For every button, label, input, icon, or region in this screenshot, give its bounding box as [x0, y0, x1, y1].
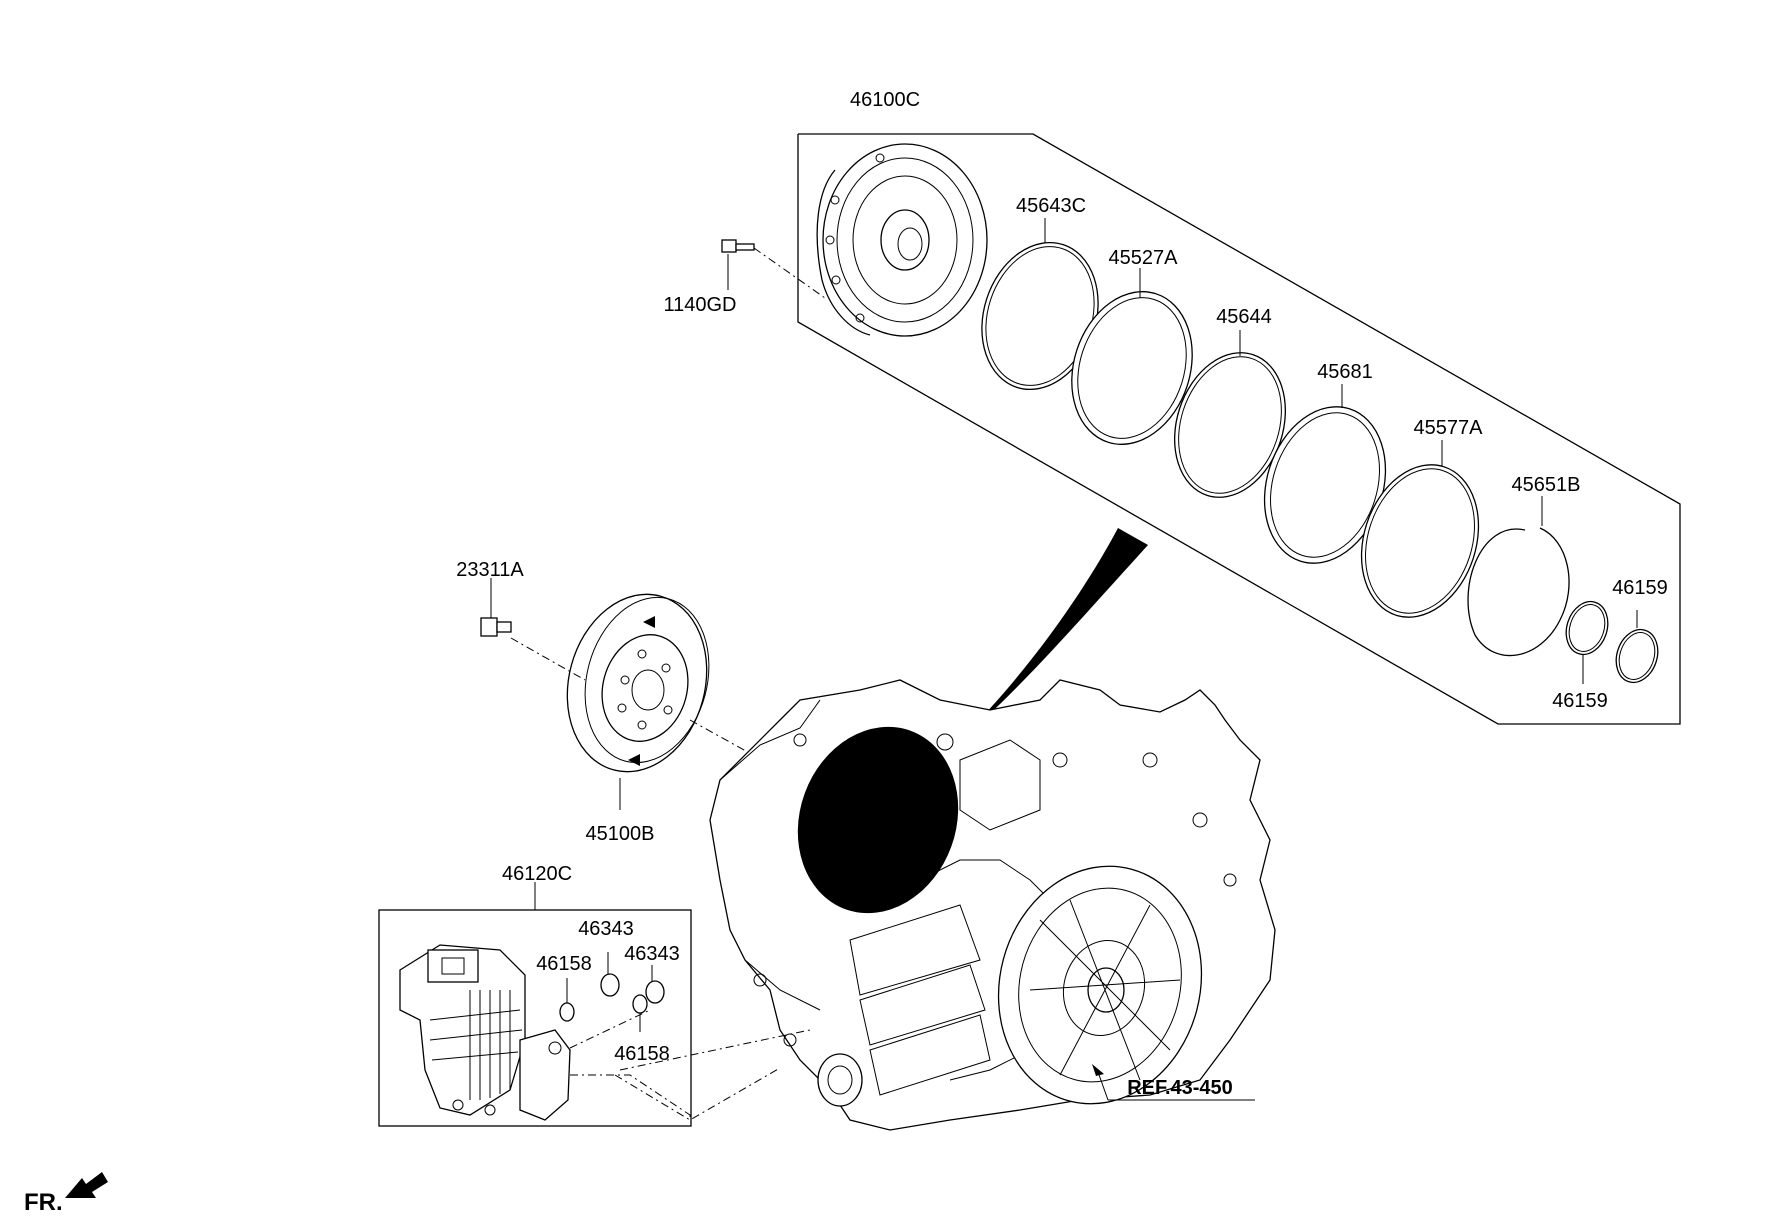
label-46158-a[interactable]: 46158 — [536, 953, 592, 975]
label-45577A[interactable]: 45577A — [1414, 417, 1484, 439]
o-ring-46343-a[interactable] — [600, 973, 620, 997]
transmission-assembly[interactable] — [709, 679, 1276, 1131]
label-45527A[interactable]: 45527A — [1109, 247, 1179, 269]
label-46159-a[interactable]: 46159 — [1612, 577, 1668, 599]
label-46120C[interactable]: 46120C — [502, 863, 572, 885]
label-45643C[interactable]: 45643C — [1016, 195, 1086, 217]
ring-45644[interactable] — [1157, 338, 1304, 512]
seal-ring-46159-a[interactable] — [1560, 596, 1615, 660]
bolt-1140GD[interactable] — [721, 239, 755, 253]
converter-opening — [797, 726, 959, 914]
ref-label[interactable]: REF.43-450 — [1127, 1077, 1233, 1099]
label-45651B[interactable]: 45651B — [1512, 474, 1581, 496]
label-1140GD[interactable]: 1140GD — [663, 294, 736, 316]
label-23311A[interactable]: 23311A — [456, 559, 524, 581]
front-direction-arrow — [65, 1172, 108, 1198]
part-labels: 46100C 1140GD 45643C 45527A 45644 45681 … — [24, 89, 1668, 1216]
group-leader-wedge — [960, 528, 1148, 740]
label-45100B[interactable]: 45100B — [586, 823, 655, 845]
label-46343-b[interactable]: 46343 — [624, 943, 680, 965]
label-46343-a[interactable]: 46343 — [578, 918, 634, 940]
drive-plate-45100B[interactable] — [548, 578, 727, 787]
label-46100C[interactable]: 46100C — [850, 89, 920, 111]
bolt-23311A[interactable] — [480, 617, 512, 637]
ring-45643C[interactable] — [964, 227, 1117, 404]
o-ring-46158-b[interactable] — [632, 994, 648, 1014]
label-46158-b[interactable]: 46158 — [614, 1043, 670, 1065]
ref-pointer — [1092, 1064, 1255, 1101]
snap-ring-45651B[interactable] — [1467, 527, 1570, 657]
ring-45527A[interactable] — [1053, 276, 1212, 460]
o-ring-46158-a[interactable] — [559, 1002, 575, 1022]
oil-pump-housing[interactable] — [816, 143, 988, 337]
front-label: FR. — [24, 1189, 63, 1211]
label-45644[interactable]: 45644 — [1216, 306, 1272, 328]
group-frame-46100C — [797, 133, 1681, 725]
label-45681[interactable]: 45681 — [1317, 361, 1373, 383]
solenoid-valve-assembly[interactable] — [399, 944, 571, 1121]
o-ring-46343-b[interactable] — [645, 980, 665, 1004]
ring-45681[interactable] — [1245, 391, 1405, 579]
seal-ring-46159-b[interactable] — [1610, 624, 1665, 688]
ring-45577A[interactable] — [1343, 450, 1498, 633]
label-46159-b[interactable]: 46159 — [1552, 690, 1608, 712]
